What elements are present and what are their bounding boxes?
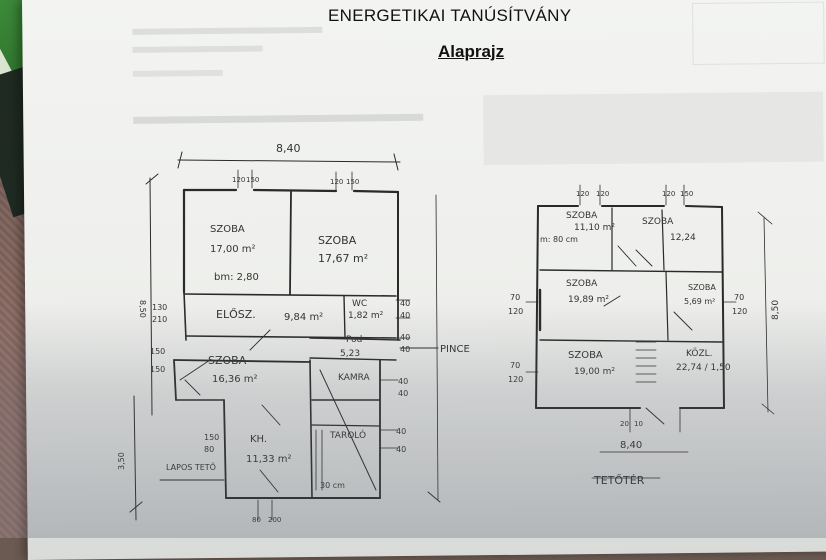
- room-name: KAMRA: [338, 373, 371, 383]
- right-dim: 40: [396, 445, 406, 454]
- ground-floor-plan: [129, 151, 441, 521]
- right-dim: 40: [400, 345, 410, 354]
- room-name: SZOBA: [642, 217, 674, 227]
- room-area: 11,10 m²: [574, 223, 615, 233]
- top-dim-3: 120: [330, 178, 343, 186]
- room-name: SZOBA: [210, 224, 245, 235]
- room-area: 12,24: [670, 233, 696, 243]
- room-name: SZOBA: [566, 279, 598, 289]
- right-dim: 120: [732, 307, 747, 316]
- room-area: 17,00 m²: [210, 244, 256, 255]
- room-area: 9,84 m²: [284, 312, 323, 323]
- right-dim: 40: [396, 427, 406, 436]
- room-name: SZOBA: [208, 354, 247, 367]
- room-area: 17,67 m²: [318, 252, 368, 265]
- floor-plans-drawing: 8,40 120 150 120 150 SZOBA 17,00 m² bm: …: [117, 142, 781, 524]
- pince-label: PINCE: [440, 344, 470, 355]
- flat-roof-label: LAPOS TETŐ: [166, 462, 216, 472]
- attic-plan: [525, 184, 775, 479]
- room-name: SZOBA: [568, 350, 603, 361]
- room-name: SZOBA: [566, 211, 598, 221]
- room-name: SZOBA: [688, 283, 716, 292]
- left-dim: 150: [150, 365, 165, 374]
- room-area: 16,36 m²: [212, 374, 258, 385]
- left-dim: 80: [204, 445, 214, 454]
- room-note: bm: 2,80: [214, 272, 259, 283]
- room-area: 19,89 m²: [568, 295, 609, 305]
- top-dim-2: 150: [246, 176, 259, 184]
- top-dim-1: 120: [232, 176, 245, 184]
- right-dim: 70: [734, 293, 744, 302]
- left-dim: 120: [508, 307, 523, 316]
- right-dim: 40: [398, 389, 408, 398]
- document-title: ENERGETIKAI TANÚSÍTVÁNY: [328, 6, 572, 25]
- attic-caption: TETŐTÉR: [593, 473, 645, 487]
- room-area: 22,74 / 1,50: [676, 363, 731, 373]
- top-dim-4: 150: [346, 178, 359, 186]
- pod-label: Pod: [346, 335, 362, 345]
- left-dim: 210: [152, 315, 167, 324]
- width-label-right: 8,40: [620, 440, 642, 451]
- right-dim: 40: [400, 299, 410, 308]
- bottom-dim: 200: [268, 516, 281, 524]
- room-note: m: 80 cm: [540, 235, 578, 244]
- room-name: KH.: [250, 434, 267, 445]
- top-dim: 120: [662, 190, 675, 198]
- left-dim: 150: [150, 347, 165, 356]
- room-area: 11,33 m²: [246, 454, 292, 465]
- room-name: WC: [352, 299, 367, 309]
- depth-label-right: 8,50: [771, 300, 781, 320]
- bottom-dim: 10: [634, 420, 643, 428]
- top-dim: 120: [596, 190, 609, 198]
- room-area: 5,69 m²: [684, 297, 715, 306]
- depth-label-left: 8,50: [138, 300, 147, 318]
- top-dim: 120: [576, 190, 589, 198]
- right-dim: 40: [400, 333, 410, 342]
- room-name: ELŐSZ.: [216, 307, 256, 321]
- width-label-left: 8,40: [276, 142, 301, 155]
- room-name: KÖZL.: [686, 348, 713, 359]
- left-dim: 150: [204, 433, 219, 442]
- room-name: TAROLÓ: [329, 429, 366, 441]
- room-name: SZOBA: [318, 234, 357, 247]
- right-dim: 40: [398, 377, 408, 386]
- pod-dim: 5,23: [340, 349, 360, 359]
- bottom-dim: 80: [252, 516, 261, 524]
- room-area: 1,82 m²: [348, 311, 384, 321]
- bottom-dim: 20: [620, 420, 629, 428]
- stair-note: 30 cm: [320, 481, 345, 490]
- lower-depth-label: 3,50: [117, 452, 126, 470]
- left-dim: 130: [152, 303, 167, 312]
- document-subtitle: Alaprajz: [438, 42, 505, 61]
- right-dim: 40: [400, 311, 410, 320]
- left-dim: 70: [510, 361, 520, 370]
- top-dim: 150: [680, 190, 693, 198]
- left-dim: 70: [510, 293, 520, 302]
- room-area: 19,00 m²: [574, 367, 615, 377]
- left-dim: 120: [508, 375, 523, 384]
